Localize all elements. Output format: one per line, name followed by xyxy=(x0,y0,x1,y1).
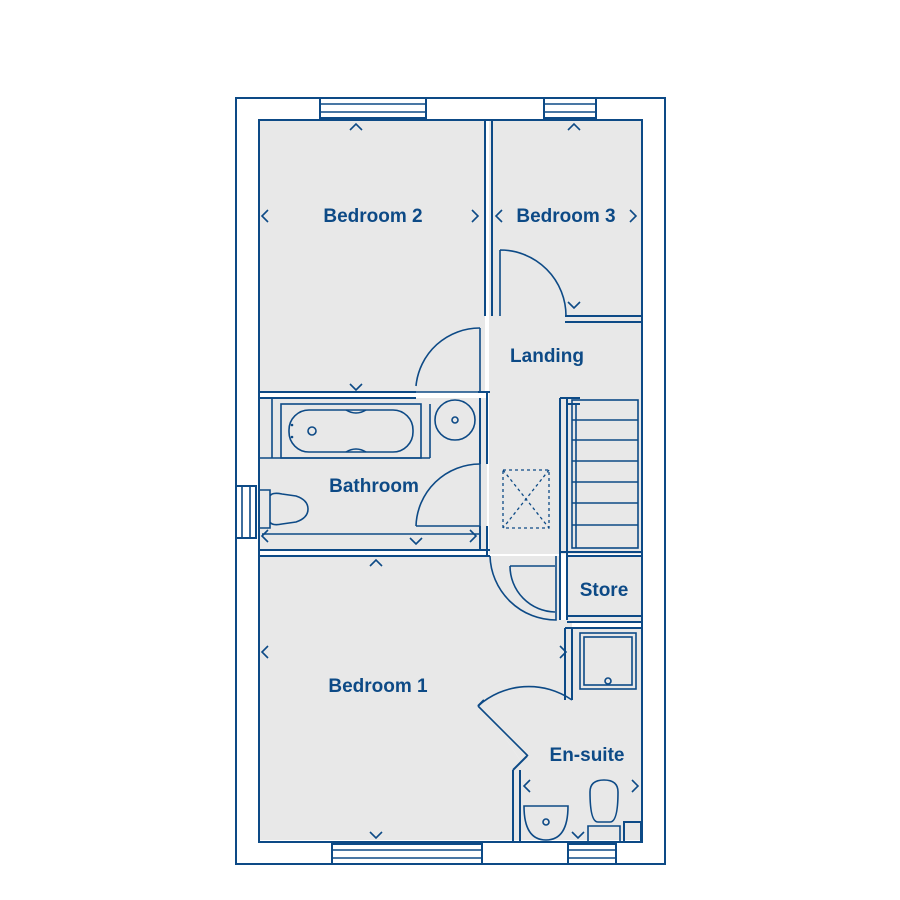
label-ensuite: En-suite xyxy=(550,745,625,766)
stairs xyxy=(571,399,639,549)
door-bathroom xyxy=(415,463,481,527)
loft-hatch xyxy=(502,469,550,529)
ensuite-toilet xyxy=(587,779,621,843)
window-bedroom-2 xyxy=(319,97,427,119)
floor-bedroom-3 xyxy=(489,120,641,316)
floor-bedroom-1 xyxy=(259,556,572,840)
window-bedroom-1 xyxy=(331,843,483,865)
room-floors xyxy=(259,120,641,840)
door-bedroom-3 xyxy=(499,249,567,317)
bathroom-fixtures xyxy=(259,398,480,535)
floor-bathroom xyxy=(259,398,487,550)
label-bedroom-3: Bedroom 3 xyxy=(516,206,615,227)
label-landing: Landing xyxy=(510,346,584,367)
bathroom-toilet xyxy=(259,489,309,529)
door-store xyxy=(509,565,556,613)
floor-landing-lower xyxy=(489,392,567,554)
interior-walls xyxy=(259,120,642,843)
ensuite-basin xyxy=(523,805,569,841)
inner-wall-outline xyxy=(258,119,643,843)
floor-bedroom-2 xyxy=(259,120,485,392)
window-bathroom xyxy=(235,485,257,539)
door-ensuite xyxy=(477,685,573,757)
label-bathroom: Bathroom xyxy=(329,476,419,497)
ensuite-fixtures xyxy=(523,632,637,843)
doors xyxy=(415,249,573,757)
shower-tray xyxy=(579,632,637,690)
label-bedroom-1: Bedroom 1 xyxy=(328,676,428,697)
ensuite-corner-box xyxy=(623,821,642,843)
window-bedroom-3 xyxy=(543,97,597,119)
door-bedroom-1 xyxy=(489,555,557,621)
window-ensuite xyxy=(567,843,617,865)
room-labels: Bedroom 2 Bedroom 3 Landing Bathroom Sto… xyxy=(323,206,628,766)
door-bedroom-2 xyxy=(415,327,481,393)
label-bedroom-2: Bedroom 2 xyxy=(323,206,422,227)
floor-store xyxy=(567,556,641,622)
dimension-markers xyxy=(260,122,640,840)
outer-walls xyxy=(235,97,666,865)
bathroom-basin xyxy=(434,399,476,441)
label-store: Store xyxy=(580,580,629,601)
